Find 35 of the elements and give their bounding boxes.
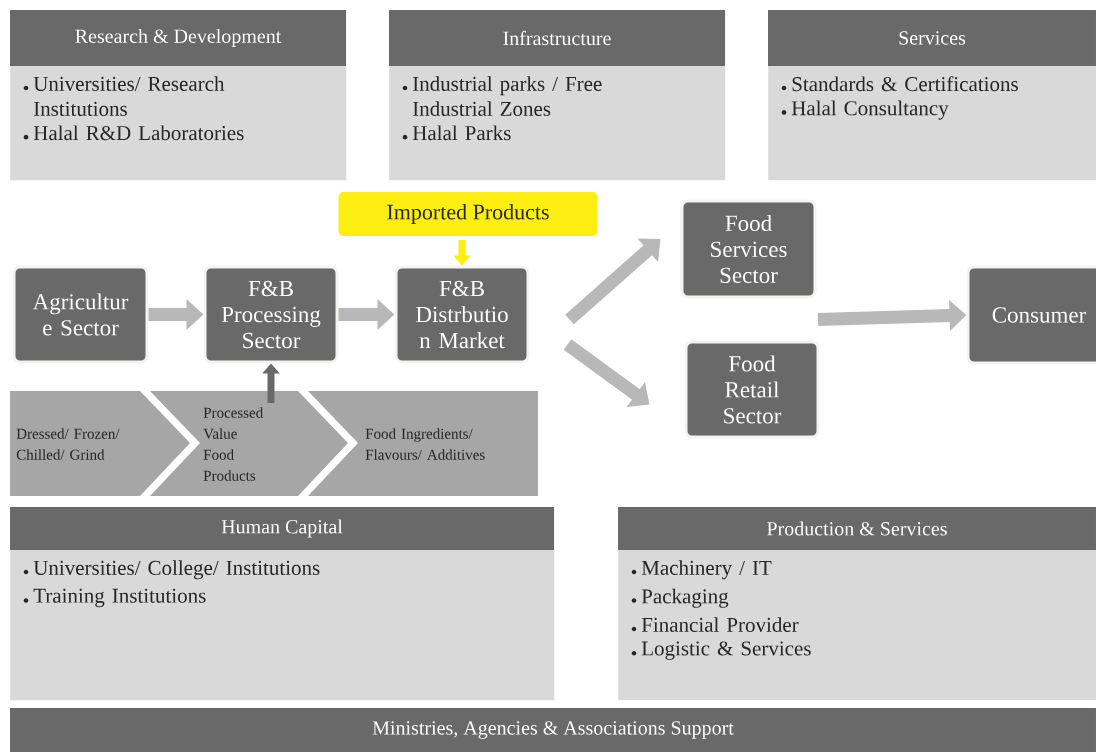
bullet-item: Halal R&D Laboratories: [23, 125, 244, 141]
category-card: [389, 10, 726, 181]
bullet-item: Logistic & Services: [631, 641, 811, 660]
callout-box: Imported Products: [334, 188, 602, 240]
bullet-item: Standards & Certifications: [781, 76, 1018, 92]
sector-box: Food Retail Sector: [684, 340, 820, 439]
block-arrow: [563, 339, 650, 407]
card-heading: Research & Development: [75, 28, 282, 48]
category-card: [10, 10, 347, 181]
bullet-item: Training Institutions: [23, 588, 206, 608]
sector-box: F&B Distrbutio n Market: [394, 265, 530, 364]
node-label: Dressed/ Frozen/ Chilled/ Grind: [16, 428, 120, 460]
category-card: [768, 10, 1096, 181]
bullet-item: Packaging: [631, 588, 729, 608]
card-heading: Services: [899, 31, 966, 45]
card-heading: Infrastructure: [503, 30, 611, 46]
bullet-item: Universities/ Research Institutions: [23, 76, 225, 116]
node-label: Food Ingredients/ Flavours/ Additives: [365, 428, 485, 460]
category-card: [10, 507, 555, 701]
sector-box: Consumer: [966, 265, 1096, 365]
banner-bar: Ministries, Agencies & Associations Support: [10, 708, 1096, 752]
card-heading: Human Capital: [221, 519, 343, 538]
category-card: [618, 507, 1096, 701]
bullet-item: Universities/ College/ Institutions: [23, 560, 320, 580]
node-label: Processed Value Food Products: [203, 407, 263, 481]
sector-box: Agricultur e Sector: [12, 265, 149, 364]
bullet-item: Halal Parks: [402, 125, 511, 141]
bullet-item: Industrial parks / Free Industrial Zones: [402, 76, 602, 116]
sector-box: Food Services Sector: [680, 199, 817, 299]
bullet-item: Financial Provider: [631, 617, 799, 632]
card-heading: Production & Services: [767, 521, 947, 536]
block-arrow: [565, 238, 661, 325]
sector-box: F&B Processing Sector: [203, 265, 339, 364]
bullet-item: Machinery / IT: [631, 560, 772, 580]
bullet-item: Halal Consultancy: [781, 100, 949, 120]
